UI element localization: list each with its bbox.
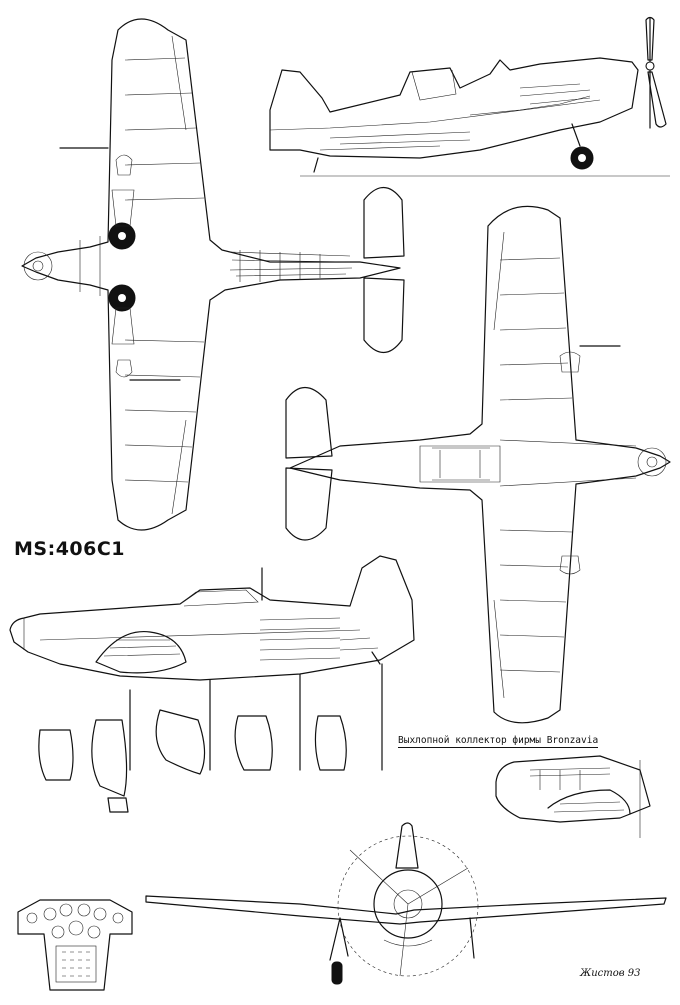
plan-view-from-below	[21, 18, 405, 531]
plan-view-from-above	[285, 205, 671, 724]
fuselage-cross-sections	[38, 709, 347, 813]
author-signature: Жистов 93	[580, 968, 641, 979]
instrument-panel	[17, 899, 133, 991]
exhaust-detail	[495, 755, 651, 838]
aircraft-designation: MS:406C1	[14, 538, 126, 560]
side-view-top	[269, 16, 670, 177]
side-view-profile	[9, 555, 415, 771]
exhaust-caption: Выхлопной коллектор фирмы Bronzavia	[398, 735, 599, 748]
front-view	[145, 822, 667, 985]
